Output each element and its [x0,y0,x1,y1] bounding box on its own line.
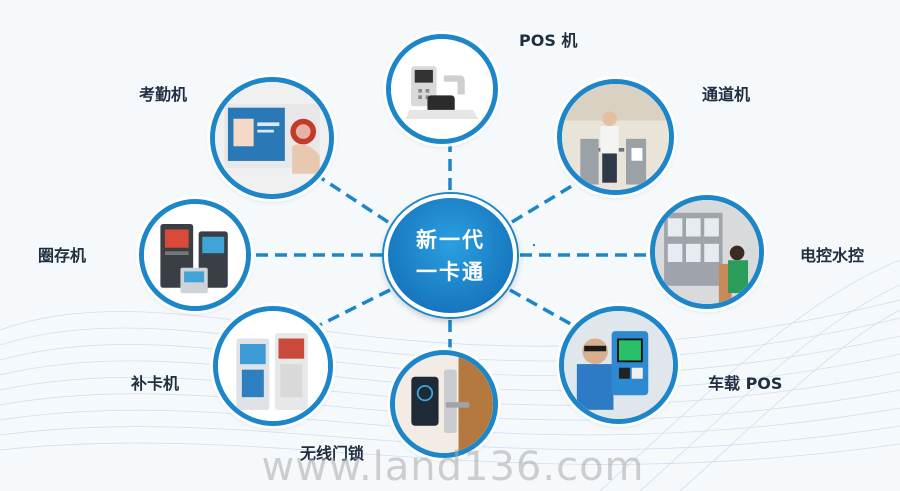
attendance-machine-icon [215,82,329,194]
electric-water-meter-icon [655,200,759,304]
deposit-node [139,199,251,311]
self-service-kiosk-icon [144,204,246,306]
vehicle-pos-node [559,306,678,424]
pos-label: POS 机 [519,31,578,50]
attendance-label: 考勤机 [139,85,188,104]
hub-title-line2: 一卡通 [416,259,485,284]
bus-card-reader-icon [564,311,673,419]
utility-label: 电控水控 [800,246,865,265]
hub-circle: 新一代 一卡通 [384,194,517,317]
gate-node [557,79,674,195]
card-issue-node [213,306,333,426]
card-reissue-kiosk-icon [218,311,328,421]
vehicle-pos-label: 车载 POS [708,374,783,393]
utility-node [650,195,764,309]
pos-node [386,34,498,144]
turnstile-gate-icon [562,84,669,190]
watermark: www.land136.com [261,444,645,490]
hub-title-line1: 新一代 [416,227,485,252]
small-dot [533,244,535,246]
deposit-label: 圈存机 [38,246,87,265]
attendance-node [210,77,334,199]
pos-terminal-icon [391,39,493,139]
lock-node [390,350,498,458]
card-issue-label: 补卡机 [131,374,180,393]
smart-door-lock-icon [395,355,493,453]
gate-label: 通道机 [702,85,751,104]
lock-label: 无线门锁 [300,444,365,463]
